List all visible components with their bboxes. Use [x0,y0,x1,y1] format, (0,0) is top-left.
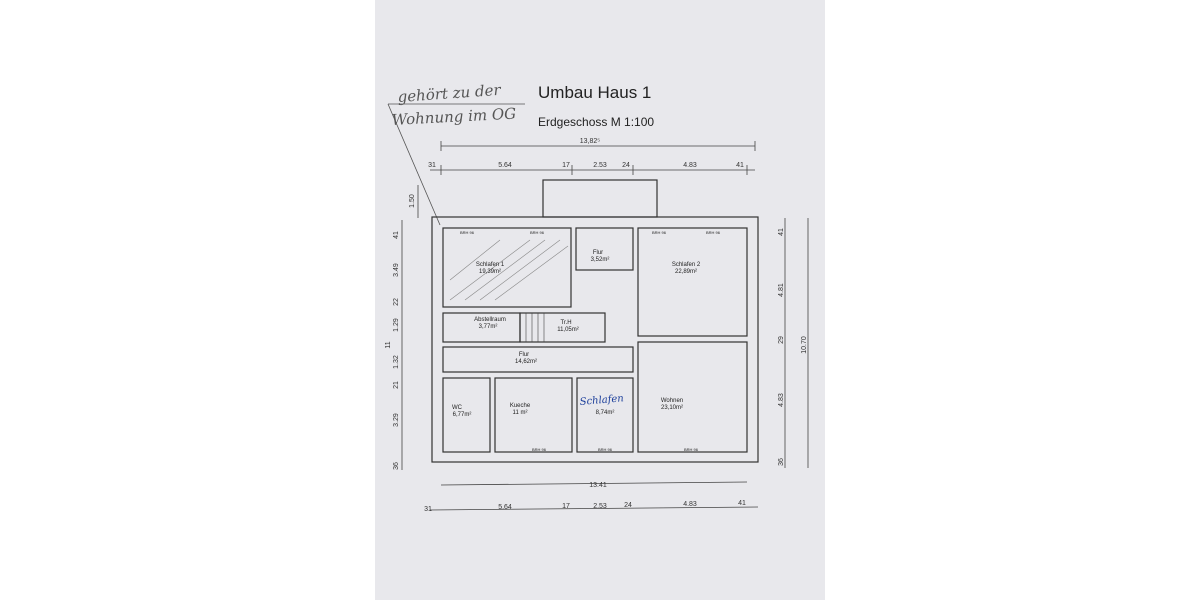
svg-text:BRH 96: BRH 96 [684,447,699,452]
dim-bottom-seg: 31 [424,506,432,513]
dim-top-seg: 2.53 [593,162,607,169]
svg-text:11,05m²: 11,05m² [557,327,579,333]
dim-top-seg: 5.64 [498,162,512,169]
dim-top-seg: 31 [428,162,436,169]
svg-text:BRH 96: BRH 96 [530,230,545,235]
dim-top-total: 13,82⁵ [580,138,601,145]
room-schlafen-1 [442,227,572,308]
dim-bottom-seg: 5.64 [498,504,512,511]
svg-text:36: 36 [393,462,400,470]
svg-text:14,62m²: 14,62m² [515,359,537,365]
svg-text:8,74m²: 8,74m² [596,410,615,416]
room-kueche [494,377,573,453]
handwritten-note-line1: gehört zu der [397,81,502,106]
dim-top-seg: 41 [736,162,744,169]
svg-text:Schlafen 2: Schlafen 2 [672,262,701,268]
svg-text:Schlafen 1: Schlafen 1 [476,262,505,268]
plan-subtitle: Erdgeschoss M 1:100 [538,115,654,129]
right-dimension-labels: 41 4.81 29 4.83 36 10.70 [778,228,808,466]
handwritten-note-line2: Wohnung im OG [391,105,516,129]
svg-text:BRH 96: BRH 96 [706,230,721,235]
dim-top-seg: 17 [562,162,570,169]
svg-text:WC: WC [452,405,463,411]
svg-text:Abstellraum: Abstellraum [474,317,506,323]
svg-text:3,77m²: 3,77m² [479,324,498,330]
svg-text:3.29: 3.29 [393,413,400,427]
dim-bottom-total: 13.41 [589,482,607,489]
plan-title: Umbau Haus 1 [538,83,651,102]
room-schlafen-small [576,377,634,453]
room-schlafen-2 [637,227,748,337]
window-labels: BRH 96 BRH 96 BRH 96 BRH 96 BRH 96 BRH 9… [460,230,721,452]
dim-bottom-seg: 4.83 [683,501,697,508]
svg-text:1.50: 1.50 [409,194,416,208]
svg-text:6,77m²: 6,77m² [453,412,472,418]
svg-text:BRH 96: BRH 96 [460,230,475,235]
handwritten-room-label: Schlafen [579,393,624,408]
svg-text:BRH 96: BRH 96 [652,230,667,235]
room-wohnen [637,341,748,453]
svg-text:Wohnen: Wohnen [661,398,683,404]
dim-top-seg: 24 [622,162,630,169]
room-flur-top [575,227,634,271]
svg-text:22: 22 [393,298,400,306]
room-flur [442,346,634,373]
dim-bottom-seg: 2.53 [593,503,607,510]
svg-text:3.49: 3.49 [393,263,400,277]
svg-text:1.29: 1.29 [393,318,400,332]
left-dimension-labels: 1.50 41 3.49 22 1.29 11 1.32 21 3.29 36 [385,194,416,470]
svg-text:Kueche: Kueche [510,403,531,409]
svg-text:41: 41 [393,231,400,239]
svg-text:22,89m²: 22,89m² [675,269,697,275]
dim-bottom-seg: 24 [624,502,632,509]
top-dimension-lines [430,141,756,175]
dim-bottom-seg: 41 [738,500,746,507]
note-pointer-line [387,103,441,226]
svg-text:4.81: 4.81 [778,283,785,297]
dim-bottom-seg: 17 [562,503,570,510]
room-treppenhaus [519,312,606,343]
svg-text:36: 36 [778,458,785,466]
svg-text:41: 41 [778,228,785,236]
svg-text:21: 21 [393,381,400,389]
svg-text:10.70: 10.70 [801,336,808,354]
svg-text:11: 11 [385,341,392,348]
svg-text:4.83: 4.83 [778,393,785,407]
svg-text:BRH 96: BRH 96 [532,447,547,452]
svg-text:3,52m²: 3,52m² [591,257,610,263]
svg-text:11 m²: 11 m² [513,410,528,416]
svg-text:BRH 96: BRH 96 [598,447,613,452]
svg-text:Flur: Flur [593,250,603,256]
walls [431,179,759,463]
svg-text:29: 29 [778,336,785,344]
svg-text:Flur: Flur [519,352,529,358]
svg-text:23,10m²: 23,10m² [661,405,683,411]
svg-text:19,39m²: 19,39m² [479,269,501,275]
dim-top-seg: 4.83 [683,162,697,169]
room-wc [442,377,491,453]
svg-text:1.32: 1.32 [393,355,400,369]
svg-text:Tr.H: Tr.H [560,320,571,326]
bottom-dimension-lines [429,481,759,511]
